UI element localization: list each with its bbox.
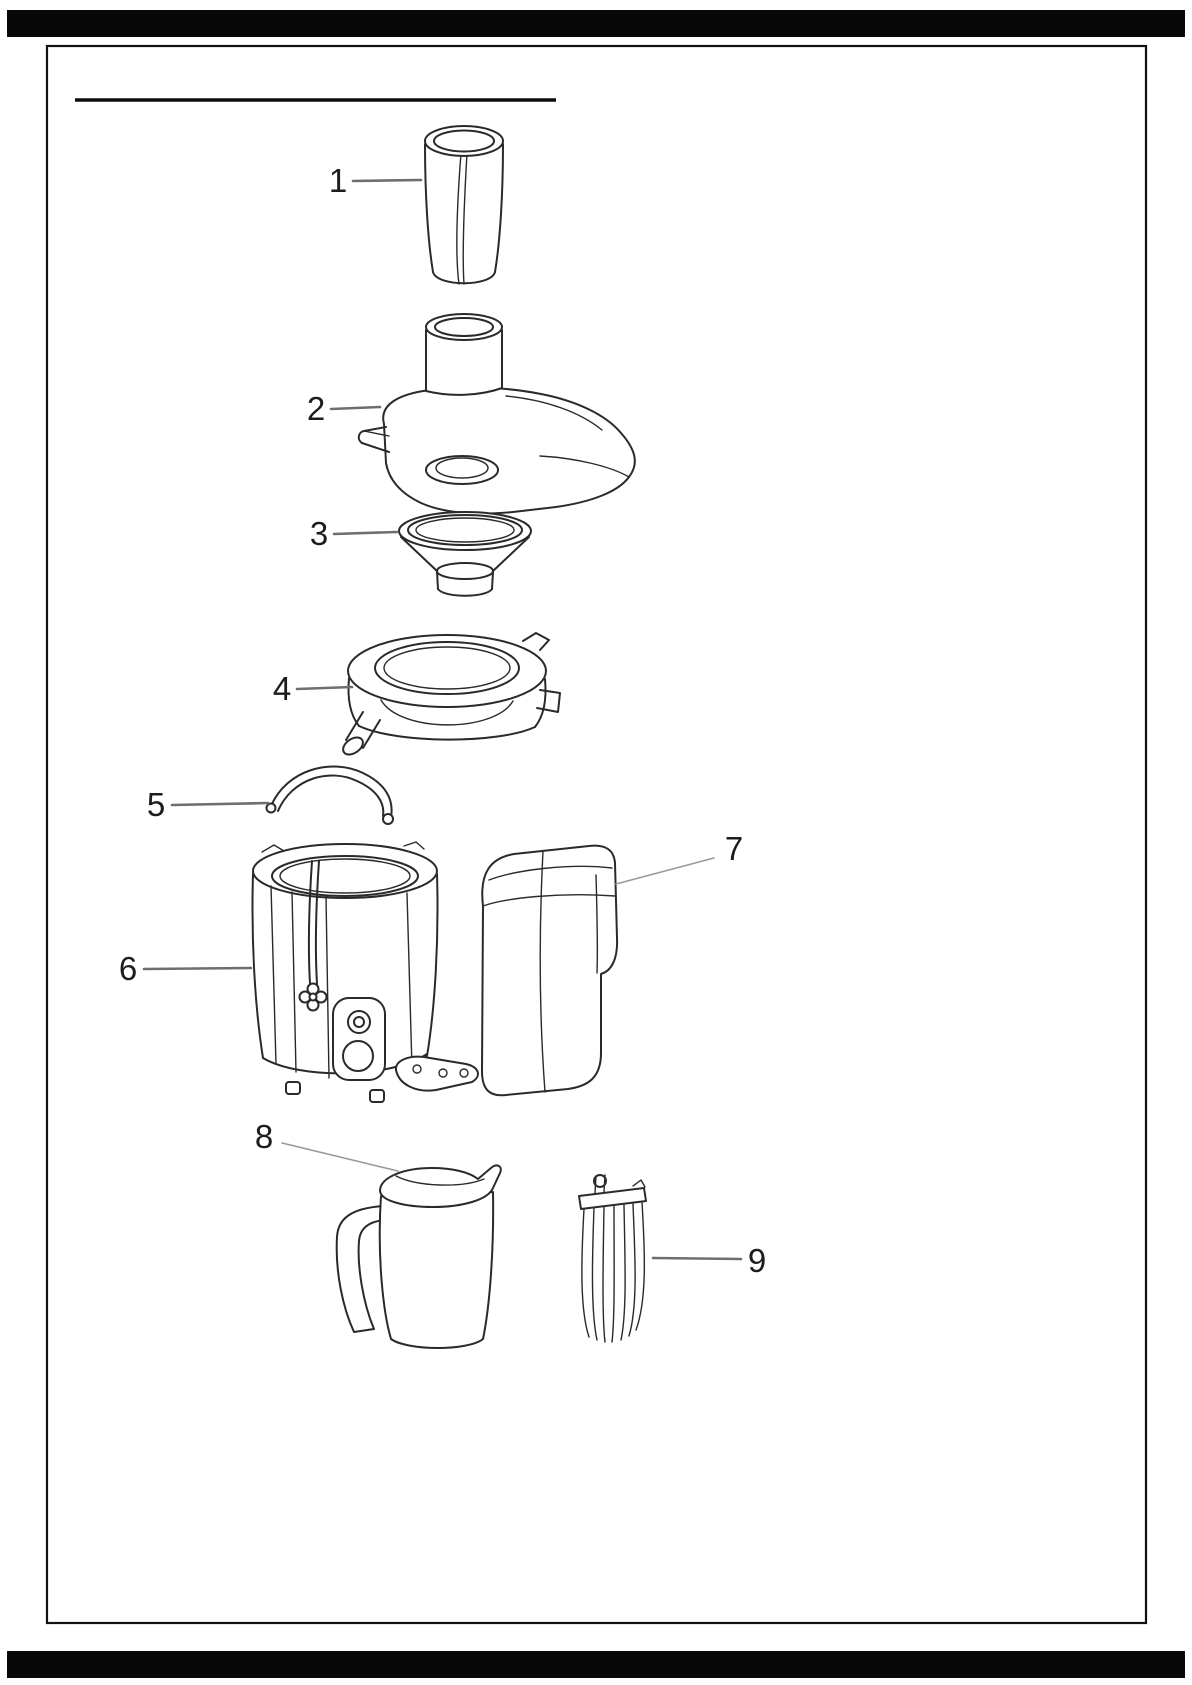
top-black-bar bbox=[7, 10, 1185, 37]
part-number-2: 2 bbox=[307, 390, 325, 427]
callout-9: 9 bbox=[651, 1242, 766, 1279]
callout-2: 2 bbox=[307, 390, 382, 427]
part-number-3: 3 bbox=[310, 515, 328, 552]
callout-8: 8 bbox=[255, 1118, 399, 1172]
part-number-5: 5 bbox=[147, 786, 165, 823]
leader-line-9 bbox=[651, 1256, 743, 1261]
part-number-4: 4 bbox=[273, 670, 291, 707]
leader-line-5 bbox=[170, 801, 270, 807]
part-3-filter-drawing bbox=[398, 511, 532, 597]
leader-line-6 bbox=[142, 966, 253, 971]
bottom-black-bar bbox=[7, 1651, 1185, 1678]
part-number-1: 1 bbox=[329, 162, 347, 199]
page-border bbox=[45, 44, 1148, 1625]
callout-3: 3 bbox=[310, 515, 399, 552]
part-number-7: 7 bbox=[725, 830, 743, 867]
part-number-6: 6 bbox=[119, 950, 137, 987]
callout-5: 5 bbox=[147, 786, 270, 823]
part-number-8: 8 bbox=[255, 1118, 273, 1155]
part-6-motor-base-drawing bbox=[251, 841, 479, 1103]
leader-line-8 bbox=[281, 1142, 399, 1172]
callout-4: 4 bbox=[273, 670, 354, 707]
part-7-pulp-container-drawing bbox=[481, 844, 619, 1097]
leader-line-2 bbox=[329, 405, 382, 411]
part-9-cleaning-brush-drawing bbox=[578, 1174, 647, 1343]
part-number-9: 9 bbox=[748, 1242, 766, 1279]
leader-line-7 bbox=[615, 857, 715, 885]
leader-line-3 bbox=[332, 530, 399, 536]
callout-7: 7 bbox=[615, 830, 743, 885]
callout-1: 1 bbox=[329, 162, 423, 199]
part-2-lid-drawing bbox=[357, 313, 636, 515]
leader-line-1 bbox=[351, 178, 423, 183]
part-8-juice-jug-drawing bbox=[335, 1164, 502, 1349]
part-4-juice-collector-drawing bbox=[342, 632, 561, 756]
page-frame bbox=[7, 10, 1185, 1678]
callout-6: 6 bbox=[119, 950, 253, 987]
part-1-pusher-drawing bbox=[424, 125, 504, 285]
part-5-locking-clip-drawing bbox=[265, 765, 394, 1012]
leader-line-4 bbox=[295, 685, 354, 691]
